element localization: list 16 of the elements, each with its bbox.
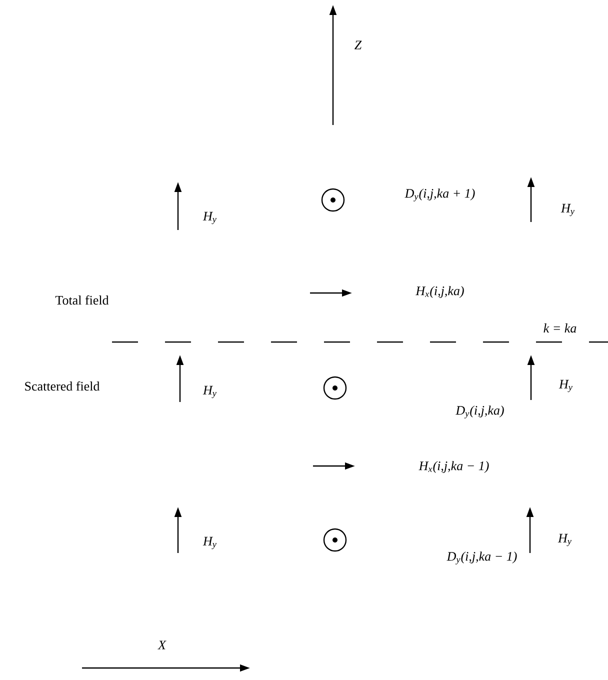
boundary-label: k = ka xyxy=(544,323,576,333)
region-label: Scattered field xyxy=(25,381,100,391)
field-label: H$_{y}$ xyxy=(558,534,572,546)
axis-label: X xyxy=(158,640,166,650)
field-label: D$_{y}$(i,j,ka) xyxy=(456,406,504,418)
field-label: H$_{y}$ xyxy=(202,536,216,550)
region-label: Total field xyxy=(55,295,109,305)
field-label: H$_{x}$(i,j,ka) xyxy=(416,286,464,298)
field-label: H$_{y}$ xyxy=(558,380,572,392)
field-label: H$_{y}$ xyxy=(560,204,574,216)
field-label: H$_{x}$(i,j,ka − 1) xyxy=(418,461,489,473)
field-label: D$_{y}$(i,j,ka − 1) xyxy=(446,552,517,564)
field-label: H$_{y}$ xyxy=(202,212,216,224)
field-label: H$_{y}$ xyxy=(202,386,216,398)
field-label: D$_{y}$(i,j,ka + 1) xyxy=(404,188,475,202)
axis-label: Z xyxy=(354,40,362,50)
